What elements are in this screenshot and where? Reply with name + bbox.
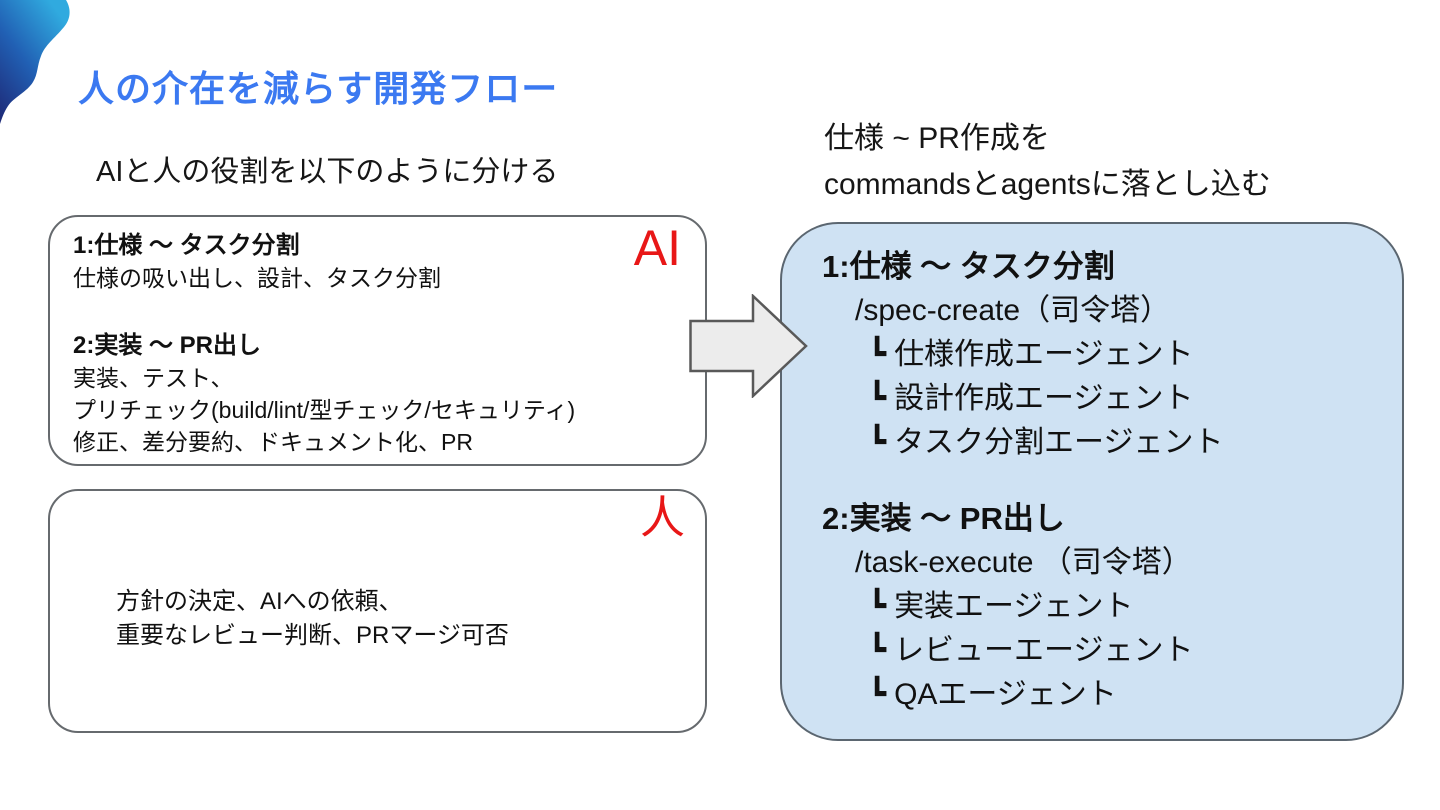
branch-icon: ┗ bbox=[868, 634, 887, 667]
agent-item: ┗実装エージェント bbox=[868, 585, 1392, 629]
flow-section1-title: 1:仕様 ～ タスク分割 bbox=[822, 249, 1115, 284]
task-execute-command: /task-execute （司令塔） bbox=[855, 546, 1192, 579]
agent-label: 仕様作成エージェント bbox=[894, 338, 1194, 371]
page-title: 人の介在を減らす開発フロー bbox=[78, 68, 559, 110]
right-section-heading: 仕様 ~ PR作成を commandsとagentsに落とし込む bbox=[824, 116, 1271, 208]
agent-label: QAエージェント bbox=[894, 678, 1117, 711]
branch-icon: ┗ bbox=[868, 678, 887, 711]
corner-decoration-blob bbox=[0, 0, 70, 124]
branch-icon: ┗ bbox=[868, 590, 887, 623]
left-section-heading: AIと人の役割を以下のように分ける bbox=[96, 156, 559, 188]
human-box-line: 方針の決定、AIへの依頼、 bbox=[116, 588, 403, 615]
flow-section-spec: 1:仕様 ～ タスク分割 /spec-create（司令塔） ┗仕様作成エージェ… bbox=[822, 245, 1392, 465]
ai-box-section1-title: 1:仕様 ～ タスク分割 bbox=[73, 232, 300, 259]
ai-box-section2-line: 修正、差分要約、ドキュメント化、PR bbox=[73, 429, 473, 455]
ai-role-box: AI 1:仕様 ～ タスク分割 仕様の吸い出し、設計、タスク分割 2:実装 ～ … bbox=[48, 215, 707, 466]
human-badge-label: 人 bbox=[639, 492, 685, 543]
flow-section-task: 2:実装 ～ PR出し /task-execute （司令塔） ┗実装エージェン… bbox=[822, 497, 1392, 717]
agent-item: ┗レビューエージェント bbox=[868, 629, 1392, 673]
ai-box-section2-title: 2:実装 ～ PR出し bbox=[73, 332, 262, 359]
agent-label: レビューエージェント bbox=[894, 634, 1194, 667]
agent-item: ┗仕様作成エージェント bbox=[868, 333, 1392, 377]
agent-label: タスク分割エージェント bbox=[894, 426, 1224, 459]
right-heading-line1: 仕様 ~ PR作成を bbox=[824, 122, 1050, 155]
agent-item: ┗タスク分割エージェント bbox=[868, 421, 1392, 465]
ai-box-section2-line: 実装、テスト、 bbox=[73, 365, 234, 391]
ai-box-section2-line: プリチェック(build/lint/型チェック/セキュリティ) bbox=[73, 397, 576, 423]
branch-icon: ┗ bbox=[868, 382, 887, 415]
ai-badge-label: AI bbox=[633, 220, 681, 276]
agent-item: ┗設計作成エージェント bbox=[868, 377, 1392, 421]
right-arrow-icon bbox=[689, 294, 808, 398]
commands-agents-box: 1:仕様 ～ タスク分割 /spec-create（司令塔） ┗仕様作成エージェ… bbox=[780, 222, 1404, 741]
ai-box-section1-desc: 仕様の吸い出し、設計、タスク分割 bbox=[73, 265, 441, 291]
agent-item: ┗QAエージェント bbox=[868, 673, 1392, 717]
right-heading-line2: commandsとagentsに落とし込む bbox=[824, 168, 1271, 201]
human-box-text: 方針の決定、AIへの依頼、 重要なレビュー判断、PRマージ可否 bbox=[116, 585, 705, 653]
branch-icon: ┗ bbox=[868, 338, 887, 371]
flow-section2-title: 2:実装 ～ PR出し bbox=[822, 501, 1065, 536]
spec-create-command: /spec-create（司令塔） bbox=[855, 294, 1171, 327]
human-box-line: 重要なレビュー判断、PRマージ可否 bbox=[116, 622, 509, 649]
agent-label: 実装エージェント bbox=[894, 590, 1134, 623]
branch-icon: ┗ bbox=[868, 426, 887, 459]
agent-label: 設計作成エージェント bbox=[894, 382, 1194, 415]
ai-box-spacer bbox=[73, 294, 685, 330]
human-role-box: 人 方針の決定、AIへの依頼、 重要なレビュー判断、PRマージ可否 bbox=[48, 489, 707, 733]
